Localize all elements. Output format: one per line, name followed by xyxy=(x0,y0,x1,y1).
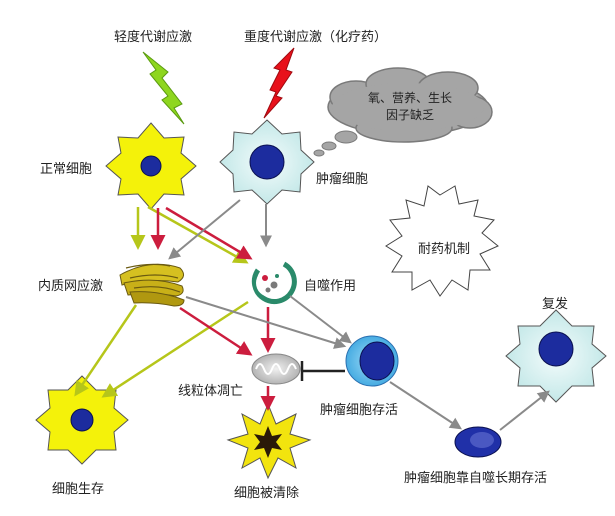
drug-resistance-burst-icon xyxy=(385,185,499,297)
severe-stress-label: 重度代谢应激（化疗药） xyxy=(244,30,388,45)
relapse-label: 复发 xyxy=(542,297,569,312)
severe-stress-bolt-icon xyxy=(263,47,295,119)
er-stress-organelle-icon xyxy=(119,263,185,307)
normal-cell-icon xyxy=(105,122,197,210)
mild-stress-label: 轻度代谢应激 xyxy=(114,30,193,45)
tumor-survival-label: 肿瘤细胞存活 xyxy=(320,403,399,418)
tumor-cell-icon xyxy=(219,119,315,205)
er-stress-label: 内质网应激 xyxy=(38,279,104,294)
tumor-cell-label: 肿瘤细胞 xyxy=(316,172,369,187)
cloud-line-1: 氧、营养、生长 xyxy=(367,91,452,105)
drug-resistance-label: 耐药机制 xyxy=(418,242,471,257)
gray-arrows xyxy=(168,199,550,431)
cleared-cell-icon xyxy=(226,402,312,480)
deficiency-cloud-icon xyxy=(313,67,493,157)
normal-cell-label: 正常细胞 xyxy=(40,162,93,177)
surviving-normal-cell-icon xyxy=(35,375,129,465)
autophagy-label: 自噬作用 xyxy=(304,279,357,294)
relapse-cell-icon xyxy=(505,309,607,403)
long-term-survival-label: 肿瘤细胞靠自噬长期存活 xyxy=(404,471,548,486)
cell-survival-label: 细胞生存 xyxy=(52,482,105,497)
mild-stress-bolt-icon xyxy=(142,51,185,125)
mitochondria-icon xyxy=(251,353,301,385)
mito-apoptosis-label: 线粒体凋亡 xyxy=(178,384,244,399)
red-arrows xyxy=(150,206,276,411)
cloud-line-2: 因子缺乏 xyxy=(385,108,434,122)
autophagy-vesicle-icon xyxy=(251,261,297,304)
dormant-tumor-cell-icon xyxy=(454,426,502,458)
surviving-tumor-cell-icon xyxy=(345,335,399,387)
cloud-text: 氧、营养、生长 因子缺乏 xyxy=(362,90,458,124)
cell-cleared-label: 细胞被清除 xyxy=(234,486,300,501)
